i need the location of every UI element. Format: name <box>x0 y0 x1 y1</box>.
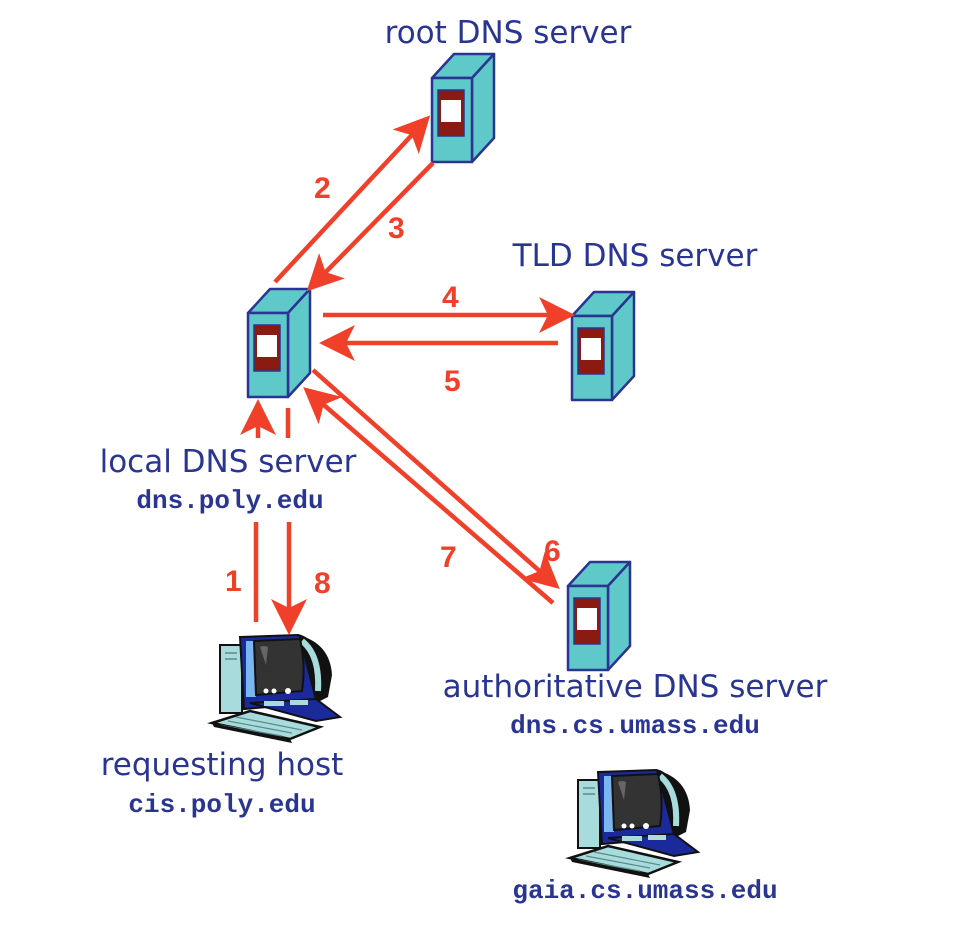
root-dns-server-icon <box>430 52 496 164</box>
step-label-7: 7 <box>440 541 457 574</box>
local-dns-server-icon <box>246 287 312 399</box>
step-label-1: 1 <box>225 565 242 598</box>
step-label-5: 5 <box>444 365 461 398</box>
authoritative-dns-server-label: authoritative DNS server <box>443 669 828 705</box>
step-label-3: 3 <box>388 212 405 245</box>
target-host-computer-icon <box>570 770 698 878</box>
local-dns-server-label: local DNS server <box>100 444 357 480</box>
step-label-4: 4 <box>442 281 459 314</box>
tld-dns-server-icon <box>570 290 636 402</box>
requesting-host-hostname: cis.poly.edu <box>128 790 315 820</box>
step-label-8: 8 <box>314 567 331 600</box>
arrow-step-6 <box>311 368 560 589</box>
arrow-step-3 <box>306 161 435 292</box>
local-dns-server-hostname: dns.poly.edu <box>136 486 323 516</box>
root-dns-server-label: root DNS server <box>385 15 632 51</box>
tld-dns-server-label: TLD DNS server <box>512 238 758 274</box>
target-host-hostname: gaia.cs.umass.edu <box>512 876 777 906</box>
authoritative-dns-server-icon <box>566 560 632 672</box>
step-label-2: 2 <box>314 172 331 205</box>
requesting-host-computer-icon <box>212 635 340 743</box>
requesting-host-label: requesting host <box>101 747 344 783</box>
arrow-step-7 <box>303 387 555 605</box>
step-label-6: 6 <box>544 535 561 568</box>
arrow-step-2 <box>273 115 431 284</box>
authoritative-dns-server-hostname: dns.cs.umass.edu <box>510 711 760 741</box>
